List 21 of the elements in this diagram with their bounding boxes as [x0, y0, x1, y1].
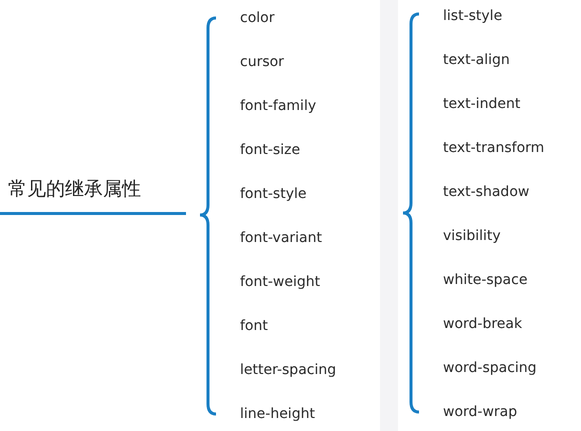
property-name: word-wrap [443, 403, 518, 421]
property-name: text-indent [443, 95, 520, 113]
property-name: list-style [443, 7, 502, 25]
property-name: text-transform [443, 139, 544, 157]
property-name: font-family [240, 97, 316, 115]
property-name: font-weight [240, 273, 320, 291]
property-name: font-variant [240, 229, 322, 247]
property-name: visibility [443, 227, 501, 245]
property-name: font-style [240, 185, 306, 203]
property-name: cursor [240, 53, 284, 71]
property-name: text-align [443, 51, 510, 69]
heading-text: 常见的继承属性 [8, 177, 141, 202]
property-name: word-break [443, 315, 522, 333]
property-name: color [240, 9, 274, 27]
property-name: word-spacing [443, 359, 537, 377]
property-name: text-shadow [443, 183, 530, 201]
property-name: letter-spacing [240, 361, 336, 379]
property-name: line-height [240, 405, 315, 423]
property-name: font-size [240, 141, 300, 159]
property-name: font [240, 317, 268, 335]
property-name: white-space [443, 271, 528, 289]
